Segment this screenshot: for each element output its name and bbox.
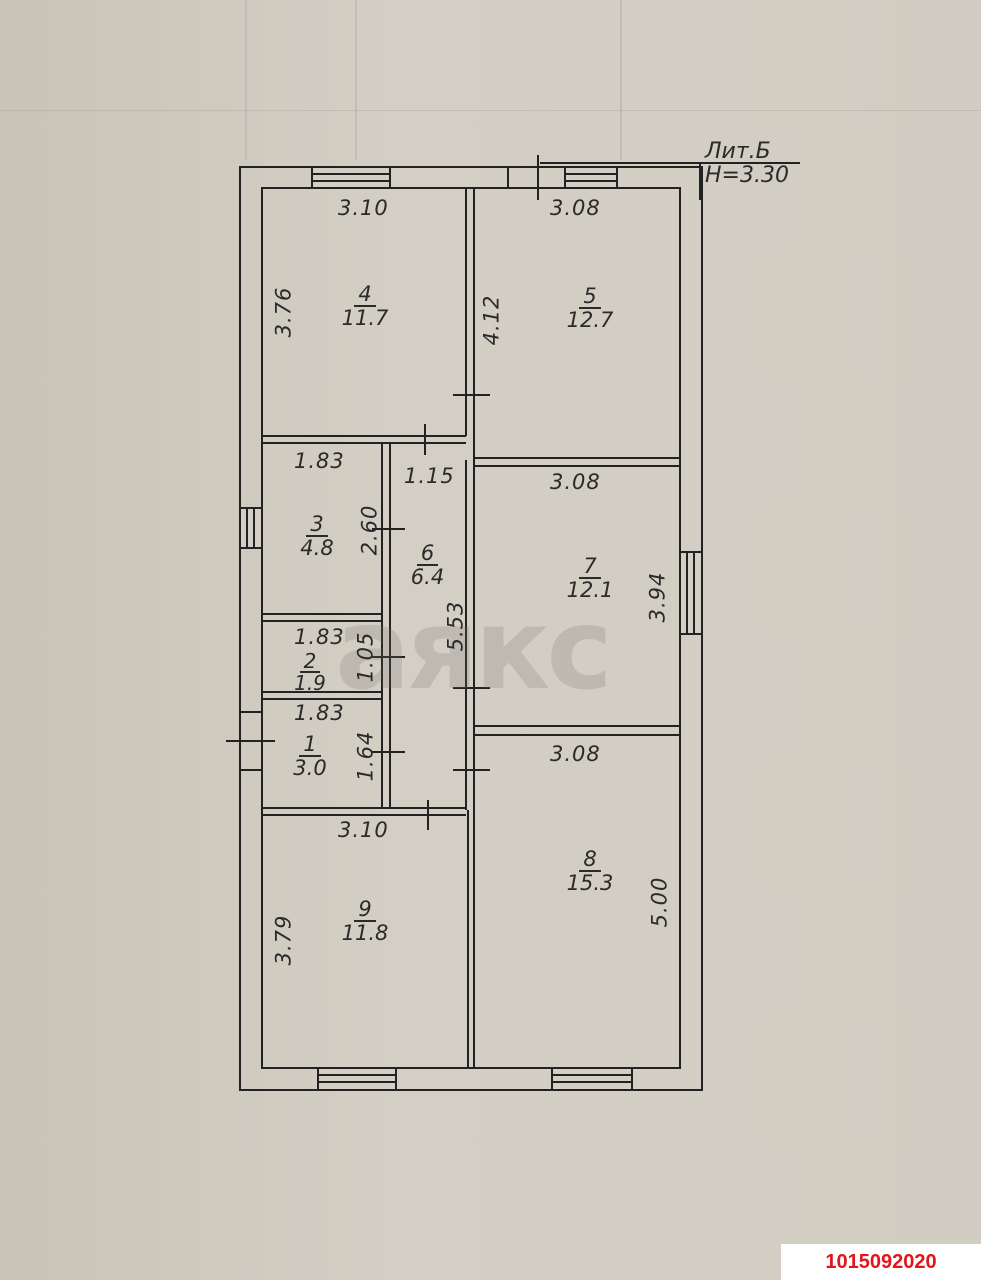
room-1: 1 3.0 xyxy=(290,733,330,779)
room-number: 9 xyxy=(354,898,376,922)
room-area: 12.1 xyxy=(566,578,614,602)
room-area: 11.8 xyxy=(341,921,389,945)
room-2-length: 1.05 xyxy=(353,631,378,683)
room-area: 15.3 xyxy=(566,871,614,895)
room-1-length: 1.64 xyxy=(353,730,378,782)
room-7-length: 3.94 xyxy=(645,571,670,623)
room-4-width: 3.10 xyxy=(338,196,389,220)
room-5-length: 4.12 xyxy=(479,294,504,346)
room-1-width: 1.83 xyxy=(294,701,345,725)
room-3-length: 2.60 xyxy=(357,504,382,556)
room-3-width: 1.83 xyxy=(294,449,345,473)
room-area: 1.9 xyxy=(294,671,326,695)
room-4: 4 11.7 xyxy=(320,283,410,329)
room-area: 6.4 xyxy=(410,565,445,589)
building-label: Лит.Б H=3.30 xyxy=(705,140,789,188)
watermark: аякс xyxy=(335,585,613,715)
room-9: 9 11.8 xyxy=(320,898,410,944)
room-6-width: 1.15 xyxy=(404,464,455,488)
room-number: 5 xyxy=(579,285,601,309)
room-3: 3 4.8 xyxy=(292,513,342,559)
room-number: 8 xyxy=(579,848,601,872)
room-area: 12.7 xyxy=(566,308,614,332)
room-9-length: 3.79 xyxy=(271,914,296,966)
room-number: 1 xyxy=(299,733,321,757)
room-2: 2 1.9 xyxy=(290,651,330,693)
room-number: 4 xyxy=(354,283,376,307)
room-number: 3 xyxy=(306,513,328,537)
ceiling-height: H=3.30 xyxy=(705,163,789,188)
room-8: 8 15.3 xyxy=(540,848,640,894)
room-6: 6 6.4 xyxy=(400,542,455,588)
room-number: 2 xyxy=(299,651,321,673)
room-number: 7 xyxy=(579,555,601,579)
room-8-width: 3.08 xyxy=(550,742,601,766)
room-area: 11.7 xyxy=(341,306,389,330)
room-6-length: 5.53 xyxy=(443,600,468,652)
room-4-length: 3.76 xyxy=(271,286,296,338)
building-letter: Лит.Б xyxy=(705,139,771,164)
room-8-length: 5.00 xyxy=(647,876,672,928)
room-7-width: 3.08 xyxy=(550,470,601,494)
room-5: 5 12.7 xyxy=(540,285,640,331)
room-number: 6 xyxy=(416,542,439,566)
room-2-width: 1.83 xyxy=(294,625,345,649)
room-9-width: 3.10 xyxy=(338,818,389,842)
room-area: 4.8 xyxy=(300,536,334,560)
listing-id: 1015092020 xyxy=(781,1244,981,1280)
room-7: 7 12.1 xyxy=(540,555,640,601)
room-area: 3.0 xyxy=(293,756,327,780)
room-5-width: 3.08 xyxy=(550,196,601,220)
